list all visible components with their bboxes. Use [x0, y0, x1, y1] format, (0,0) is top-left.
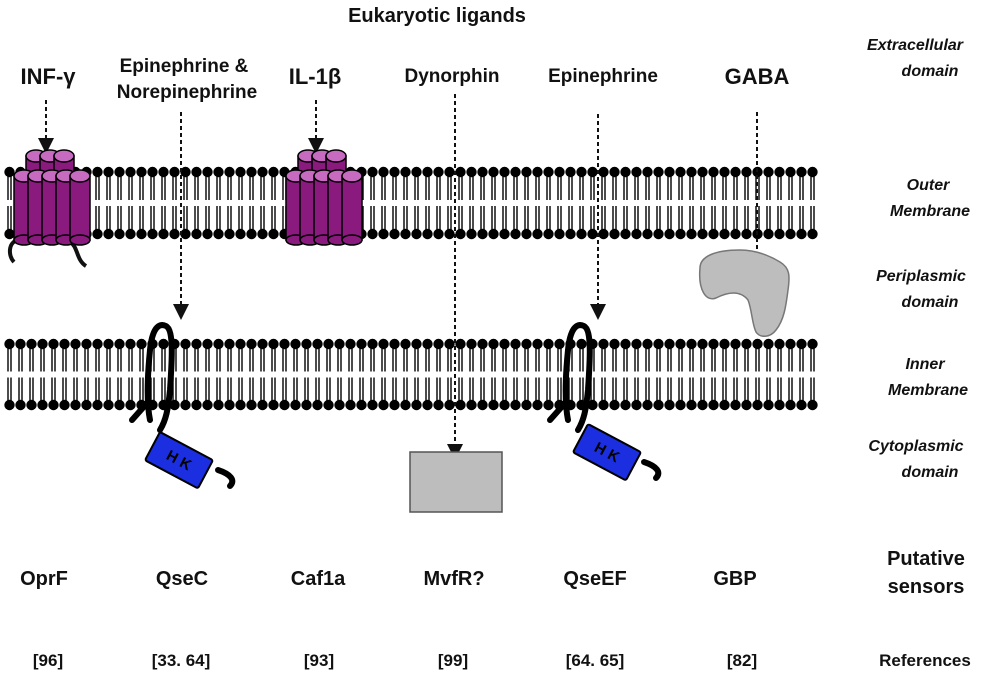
domain-label-extracellular-2: domain [902, 63, 959, 80]
ligand-label-il1b: IL-1β [289, 64, 342, 89]
sensor-label-qsec: QseC [156, 568, 208, 590]
sensor-label-mvfr: MvfR? [423, 568, 484, 590]
domain-label-extracellular-1: Extracellular [867, 37, 964, 54]
domain-label-outer-1: Outer [907, 177, 950, 194]
domain-label-periplasmic-2: domain [902, 294, 959, 311]
qseef-sensor-kinase: H K [547, 322, 662, 481]
reference-caf1a: [93] [304, 651, 334, 670]
qsec-sensor-kinase: H K [129, 322, 236, 489]
domain-label-outer-2: Membrane [890, 203, 970, 220]
ligand-label-dynorphin: Dynorphin [405, 66, 500, 87]
gbp-periplasmic-protein [698, 249, 790, 337]
sensors-header-1: Putative [887, 548, 965, 570]
references-header: References [879, 651, 971, 670]
sensor-label-oprf: OprF [20, 568, 68, 590]
domain-label-periplasmic-1: Periplasmic [876, 268, 966, 285]
qseef-hk-domain [572, 423, 642, 481]
outer-membrane [4, 166, 818, 240]
reference-qsec: [33. 64] [152, 651, 211, 670]
diagram-title: Eukaryotic ligands [348, 5, 526, 27]
inner-membrane [4, 338, 818, 411]
ligand-label-epinephrine-1a: Epinephrine & [120, 56, 249, 77]
qsec-hk-domain [144, 431, 214, 489]
mvfr-cytoplasmic-protein [409, 451, 503, 513]
reference-gbp: [82] [727, 651, 757, 670]
domain-label-inner-2: Membrane [888, 382, 968, 399]
ligand-label-gaba: GABA [725, 64, 790, 89]
domain-label-cytoplasmic-2: domain [902, 464, 959, 481]
reference-qseef: [64. 65] [566, 651, 625, 670]
ligand-label-epinephrine-1b: Norepinephrine [117, 82, 257, 103]
sensor-label-gbp: GBP [713, 568, 756, 590]
reference-mvfr: [99] [438, 651, 468, 670]
sensor-label-qseef: QseEF [563, 568, 626, 590]
oprf-barrel-protein [7, 149, 91, 268]
sensors-header-2: sensors [888, 576, 965, 598]
sensor-label-caf1a: Caf1a [291, 568, 346, 590]
domain-label-inner-1: Inner [905, 356, 945, 373]
caf1a-barrel-protein [285, 149, 363, 246]
ligand-label-inf-gamma: INF-γ [21, 64, 77, 89]
ligand-label-epinephrine-2: Epinephrine [548, 66, 658, 87]
domain-label-cytoplasmic-1: Cytoplasmic [868, 438, 963, 455]
reference-oprf: [96] [33, 651, 63, 670]
